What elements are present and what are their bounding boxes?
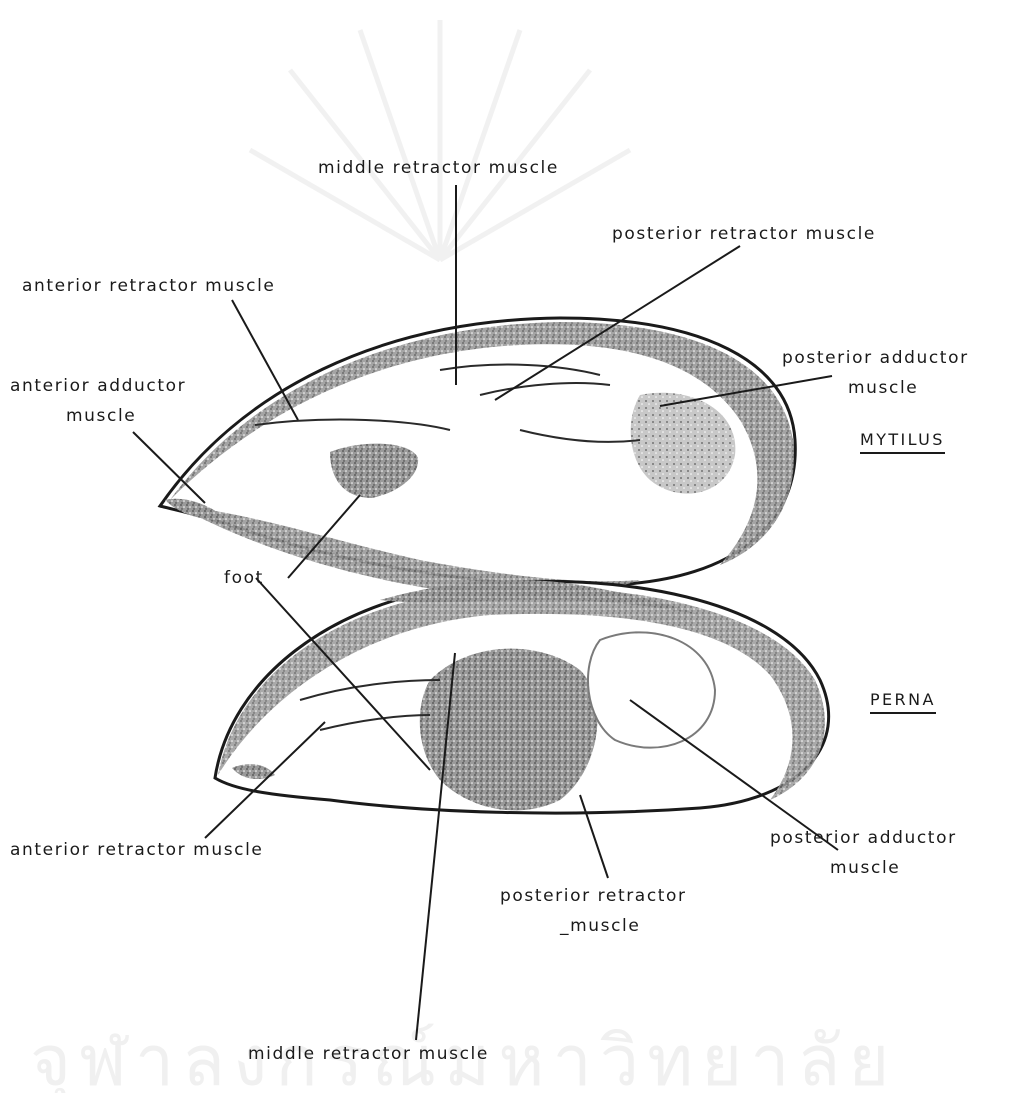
label-mytilus-anterior-adductor-line2: muscle xyxy=(66,408,136,425)
label-perna-posterior-adductor-line1: posterior adductor xyxy=(770,830,957,847)
label-mytilus-middle-retractor: middle retractor muscle xyxy=(318,160,559,177)
label-mytilus-posterior-adductor-line1: posterior adductor xyxy=(782,350,969,367)
label-species-perna: PERNA xyxy=(870,692,936,714)
label-perna-posterior-adductor-line2: muscle xyxy=(830,860,900,877)
label-perna-middle-retractor: middle retractor muscle xyxy=(248,1046,489,1063)
label-species-mytilus: MYTILUS xyxy=(860,432,945,454)
label-foot: foot xyxy=(224,570,264,587)
mytilus-shell xyxy=(160,318,795,595)
label-perna-posterior-retractor-line2: _muscle xyxy=(560,918,640,935)
label-perna-posterior-retractor-line1: posterior retractor xyxy=(500,888,687,905)
label-mytilus-posterior-retractor: posterior retractor muscle xyxy=(612,226,876,243)
label-mytilus-posterior-adductor-line2: muscle xyxy=(848,380,918,397)
label-perna-anterior-retractor: anterior retractor muscle xyxy=(10,842,264,859)
label-mytilus-anterior-retractor: anterior retractor muscle xyxy=(22,278,276,295)
perna-shell xyxy=(215,581,829,813)
label-mytilus-anterior-adductor-line1: anterior adductor xyxy=(10,378,186,395)
